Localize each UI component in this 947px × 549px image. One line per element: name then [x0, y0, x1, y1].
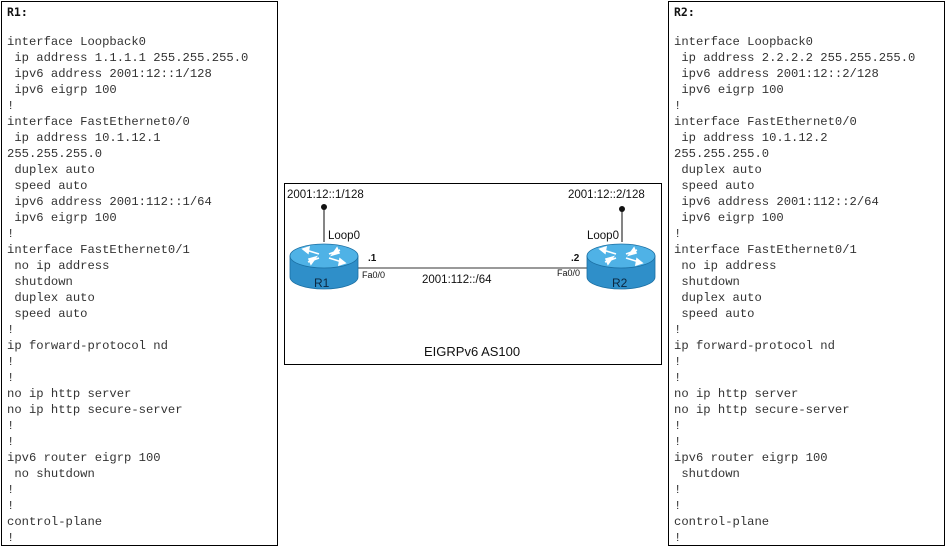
topology-canvas	[289, 204, 656, 290]
topology-diagram: 2001:12::1/128 2001:12::2/128 Loop0 Loop…	[284, 183, 662, 365]
r2-config-line: control-plane	[674, 515, 770, 529]
r2-config-line: no ip address	[674, 259, 777, 273]
r1-config-line: !	[7, 499, 15, 513]
r2-config-line: !	[674, 99, 682, 113]
r2-config-line: interface FastEthernet0/0	[674, 115, 857, 129]
r2-router-icon	[586, 243, 656, 290]
r1-config-line: no shutdown	[7, 467, 95, 481]
r2-config-line: no ip http secure-server	[674, 403, 850, 417]
r1-config-line: duplex auto	[7, 163, 95, 177]
r2-loopback-address: 2001:12::2/128	[568, 189, 645, 201]
r2-config-lines: interface Loopback0 ip address 2.2.2.2 2…	[674, 34, 916, 545]
r1-interface-label: Fa0/0	[362, 270, 386, 280]
r2-config-line: ipv6 address 2001:12::2/128	[674, 67, 879, 81]
r1-loopback-address: 2001:12::1/128	[287, 189, 364, 201]
r2-config-line: interface FastEthernet0/1	[674, 243, 857, 257]
r2-interface-label: Fa0/0	[557, 268, 581, 278]
r2-config-line: shutdown	[674, 467, 740, 481]
r1-config-line: !	[7, 531, 15, 545]
r1-config-line: ip address 1.1.1.1 255.255.255.0	[7, 51, 249, 65]
r2-loopback-dot	[619, 206, 625, 212]
r1-config-line: speed auto	[7, 307, 88, 321]
r1-router-icon	[289, 243, 359, 290]
r1-loopback-dot	[321, 204, 327, 210]
r2-config-line: !	[674, 531, 682, 545]
r2-config-line: ipv6 eigrp 100	[674, 83, 784, 97]
r2-host-id: .2	[571, 253, 580, 264]
r1-config-line: ip address 10.1.12.1	[7, 131, 161, 145]
r2-config-line: !	[674, 323, 682, 337]
r1-config-lines: interface Loopback0 ip address 1.1.1.1 2…	[7, 34, 249, 545]
r1-config-line: ip forward-protocol nd	[7, 339, 168, 353]
r2-config-panel: R2: interface Loopback0 ip address 2.2.2…	[668, 1, 945, 546]
r1-config-line: interface FastEthernet0/0	[7, 115, 190, 129]
r1-config-line: speed auto	[7, 179, 88, 193]
r1-config-line: !	[7, 483, 15, 497]
r1-config-line: 255.255.255.0	[7, 147, 103, 161]
r1-config-line: !	[7, 99, 15, 113]
r1-config-line: ipv6 eigrp 100	[7, 83, 117, 97]
r2-config-line: !	[674, 483, 682, 497]
r2-config-line: ipv6 eigrp 100	[674, 211, 784, 225]
r2-config-line: duplex auto	[674, 291, 762, 305]
r1-config-panel: R1: interface Loopback0 ip address 1.1.1…	[1, 1, 278, 546]
r1-config-line: interface FastEthernet0/1	[7, 243, 190, 257]
r1-config-line: !	[7, 323, 15, 337]
r2-name-label: R2	[612, 276, 628, 290]
r2-config-line: duplex auto	[674, 163, 762, 177]
r1-config-line: interface Loopback0	[7, 35, 146, 49]
r2-config-line: 255.255.255.0	[674, 147, 770, 161]
r1-config-line: ipv6 router eigrp 100	[7, 451, 161, 465]
r2-config-line: !	[674, 371, 682, 385]
r1-config-line: !	[7, 419, 15, 433]
r2-config-line: ipv6 router eigrp 100	[674, 451, 828, 465]
r1-name-label: R1	[314, 276, 330, 290]
r1-config-line: !	[7, 371, 15, 385]
r1-config-line: no ip http server	[7, 387, 132, 401]
r2-config-line: !	[674, 227, 682, 241]
r2-config-line: !	[674, 499, 682, 513]
r1-config-title: R1:	[7, 5, 28, 19]
r1-host-id: .1	[368, 253, 377, 264]
r1-config-line: !	[7, 355, 15, 369]
r1-config-line: ipv6 eigrp 100	[7, 211, 117, 225]
link-subnet-label: 2001:112::/64	[422, 274, 492, 286]
r1-loopback-label: Loop0	[328, 230, 360, 242]
r2-config-line: ip address 2.2.2.2 255.255.255.0	[674, 51, 916, 65]
r2-config-line: ip forward-protocol nd	[674, 339, 835, 353]
r1-config-line: control-plane	[7, 515, 103, 529]
topology-caption: EIGRPv6 AS100	[424, 344, 521, 359]
r2-config-title: R2:	[674, 5, 695, 19]
r2-loopback-label: Loop0	[587, 230, 619, 242]
r2-config-line: shutdown	[674, 275, 740, 289]
r1-config-line: ipv6 address 2001:12::1/128	[7, 67, 212, 81]
r2-config-line: no ip http server	[674, 387, 799, 401]
r1-config-line: duplex auto	[7, 291, 95, 305]
r2-config-line: interface Loopback0	[674, 35, 813, 49]
r1-config-line: !	[7, 435, 15, 449]
r2-config-line: speed auto	[674, 179, 755, 193]
r2-config-line: speed auto	[674, 307, 755, 321]
r1-config-line: no ip http secure-server	[7, 403, 183, 417]
r1-config-line: no ip address	[7, 259, 110, 273]
r1-config-line: !	[7, 227, 15, 241]
r1-config-line: ipv6 address 2001:112::1/64	[7, 195, 212, 209]
r1-config-line: shutdown	[7, 275, 73, 289]
r2-config-line: !	[674, 419, 682, 433]
r2-config-line: ipv6 address 2001:112::2/64	[674, 195, 879, 209]
r2-config-line: !	[674, 355, 682, 369]
r2-config-line: ip address 10.1.12.2	[674, 131, 828, 145]
r2-config-line: !	[674, 435, 682, 449]
